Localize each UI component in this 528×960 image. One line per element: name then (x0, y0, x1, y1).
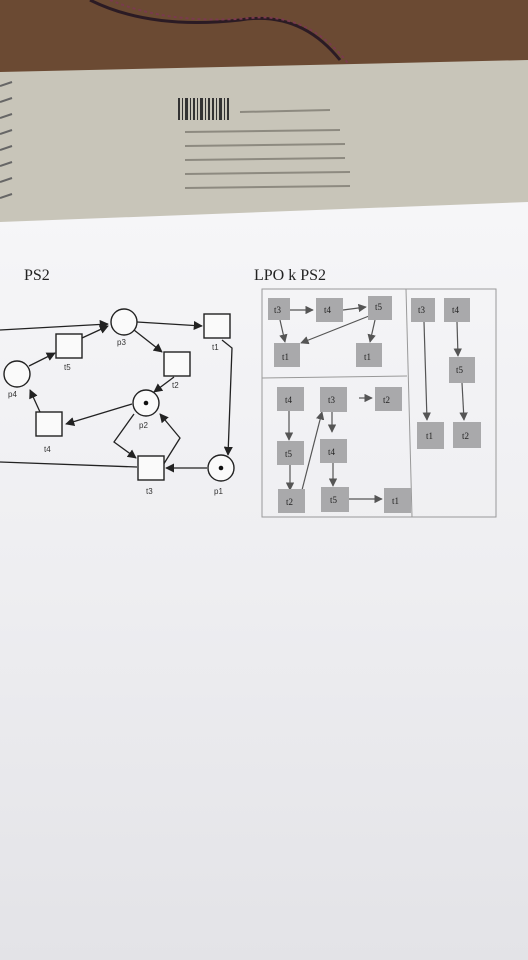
transition-t2: t2 (163, 351, 191, 390)
place-p2: p2 (132, 389, 160, 430)
lpo-panel-a: t3 t4 t5 t1 t1 (268, 296, 392, 367)
svg-text:t5: t5 (285, 449, 293, 459)
barcode (178, 98, 229, 120)
lpo-diagram: LPO k PS2 t3 t4 (254, 267, 497, 518)
svg-text:t5: t5 (64, 363, 71, 372)
lpo-node-t1: t1 (417, 422, 444, 449)
svg-text:t2: t2 (383, 395, 390, 405)
svg-text:t4: t4 (44, 445, 51, 454)
cover-print-lines (184, 109, 351, 189)
lpo-node-t5: t5 (321, 487, 349, 512)
token-p2 (143, 400, 149, 406)
svg-text:t1: t1 (364, 352, 371, 362)
notebook-cover (0, 60, 528, 225)
lpo-node-t1: t1 (356, 343, 382, 367)
svg-text:t4: t4 (285, 395, 293, 405)
svg-text:p2: p2 (139, 421, 148, 430)
svg-text:t3: t3 (418, 305, 426, 315)
transition-t4: t4 (35, 411, 63, 454)
svg-text:t4: t4 (452, 305, 460, 315)
place-p1: p1 (207, 454, 235, 496)
token-p1 (218, 465, 224, 471)
svg-text:p3: p3 (117, 338, 126, 347)
lpo-node-t2: t2 (278, 489, 305, 513)
lpo-node-t3: t3 (320, 387, 347, 412)
svg-text:t3: t3 (146, 487, 153, 496)
lpo-node-t5: t5 (368, 296, 392, 320)
svg-text:t1: t1 (212, 343, 219, 352)
transition-t3: t3 (137, 455, 165, 496)
svg-text:t4: t4 (324, 305, 332, 315)
svg-text:t2: t2 (462, 431, 469, 441)
lpo-node-t4: t4 (316, 298, 343, 322)
lpo-node-t4: t4 (277, 387, 304, 411)
lpo-node-t1: t1 (274, 343, 300, 367)
svg-text:t5: t5 (456, 365, 464, 375)
lpo-node-t4: t4 (320, 439, 347, 463)
svg-text:p4: p4 (8, 390, 17, 399)
place-p4: p4 (3, 360, 31, 399)
lpo-panel-c: t3 t4 t5 t1 t2 (411, 298, 481, 449)
svg-text:t1: t1 (426, 431, 433, 441)
lpo-node-t4: t4 (444, 298, 470, 322)
svg-text:p1: p1 (214, 487, 223, 496)
svg-text:t5: t5 (375, 302, 383, 312)
svg-text:t1: t1 (282, 352, 289, 362)
svg-text:t4: t4 (328, 447, 336, 457)
lpo-node-t5: t5 (277, 441, 304, 465)
lpo-title: LPO k PS2 (254, 267, 326, 284)
lpo-node-t1: t1 (384, 488, 411, 513)
svg-text:t3: t3 (274, 305, 282, 315)
lpo-node-t5: t5 (449, 357, 475, 383)
lpo-frame (261, 288, 497, 518)
transition-t5: t5 (55, 333, 83, 372)
lpo-divider-vertical (405, 288, 413, 518)
ps2-petri-net: PS2 p3 p4 p2 (0, 267, 235, 496)
svg-text:t5: t5 (330, 495, 338, 505)
svg-text:t3: t3 (328, 395, 336, 405)
transition-t1: t1 (203, 313, 231, 352)
lpo-node-t3: t3 (411, 298, 435, 322)
ps2-arcs (0, 319, 233, 473)
lpo-node-t3: t3 (268, 298, 290, 320)
lpo-node-t2: t2 (375, 387, 402, 411)
lpo-node-t2: t2 (453, 422, 481, 448)
svg-text:t2: t2 (172, 381, 179, 390)
svg-text:t2: t2 (286, 497, 293, 507)
ps2-title: PS2 (24, 267, 50, 284)
lpo-panel-b: t4 t3 t2 t5 t4 t2 t5 t1 (277, 387, 411, 513)
svg-text:t1: t1 (392, 496, 399, 506)
lpo-divider-horizontal (261, 375, 408, 379)
cable (89, 0, 342, 61)
place-p3: p3 (110, 308, 138, 347)
notebook-spiral (0, 81, 13, 199)
